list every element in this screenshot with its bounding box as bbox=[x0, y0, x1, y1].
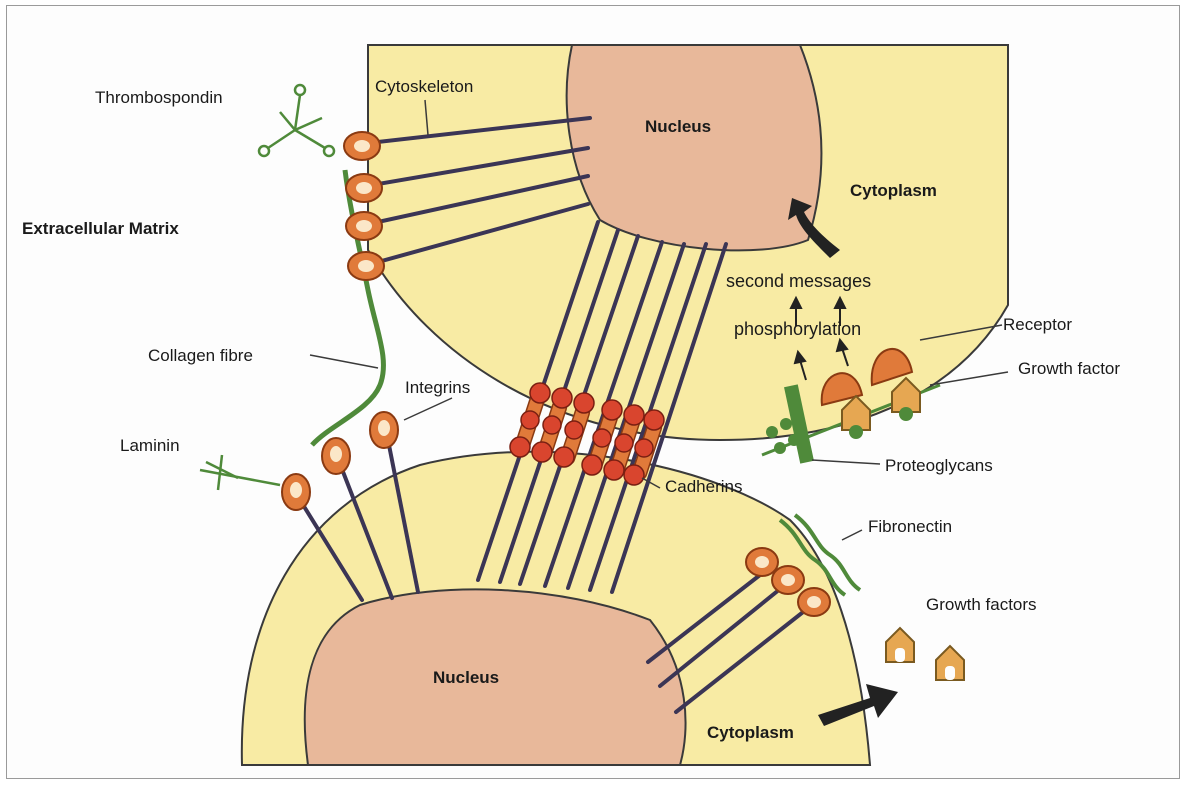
label-fibronectin: Fibronectin bbox=[868, 517, 952, 536]
label-thrombospondin: Thrombospondin bbox=[95, 88, 223, 107]
label-cadherins: Cadherins bbox=[665, 477, 743, 496]
label-nucleus-top: Nucleus bbox=[645, 117, 711, 136]
laminin-molecule bbox=[200, 455, 280, 490]
label-laminin: Laminin bbox=[120, 436, 180, 455]
label-cytoskeleton: Cytoskeleton bbox=[375, 77, 473, 96]
label-second-messages: second messages bbox=[726, 271, 871, 291]
label-growth-factors: Growth factors bbox=[926, 595, 1037, 614]
label-cytoplasm-top: Cytoplasm bbox=[850, 181, 937, 200]
label-growth-factor: Growth factor bbox=[1018, 359, 1120, 378]
label-receptor: Receptor bbox=[1003, 315, 1072, 334]
top-cell-nucleus bbox=[567, 45, 822, 250]
label-cytoplasm-bottom: Cytoplasm bbox=[707, 723, 794, 742]
label-extracellular-matrix: Extracellular Matrix bbox=[22, 219, 179, 238]
thrombospondin-molecule bbox=[259, 85, 334, 156]
label-nucleus-bottom: Nucleus bbox=[433, 668, 499, 687]
label-proteoglycans: Proteoglycans bbox=[885, 456, 993, 475]
label-collagen-fibre: Collagen fibre bbox=[148, 346, 253, 365]
label-integrins: Integrins bbox=[405, 378, 470, 397]
label-phosphorylation: phosphorylation bbox=[734, 319, 861, 339]
